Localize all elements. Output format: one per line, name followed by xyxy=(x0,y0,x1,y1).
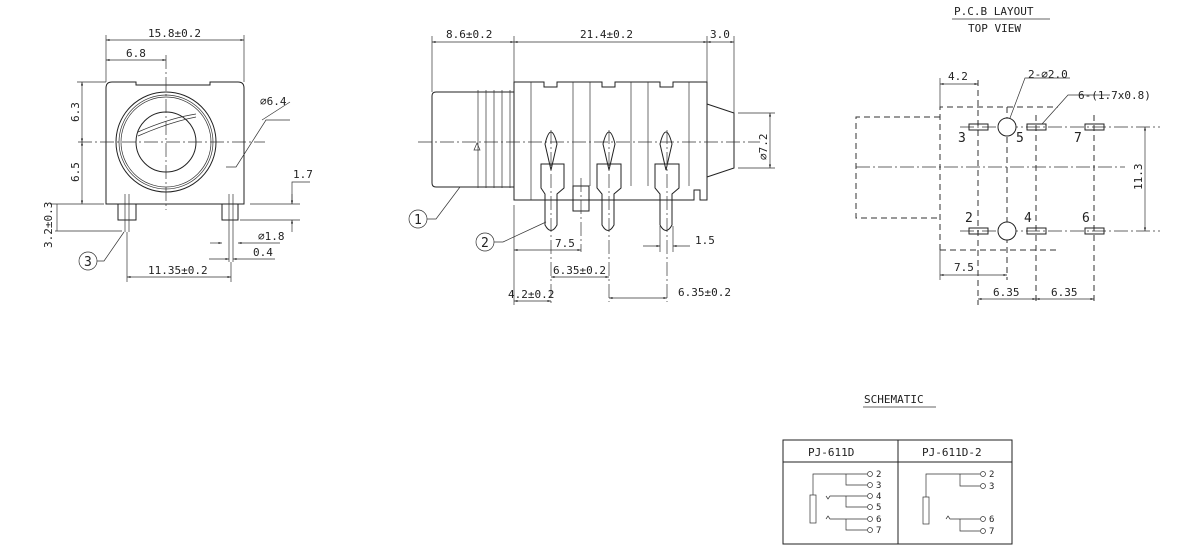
callout-2: 2 xyxy=(481,236,489,251)
barrel-length: 8.6±0.2 xyxy=(446,28,492,41)
pitch-2: 6.35±0.2 xyxy=(678,286,731,299)
pin-label: 3 xyxy=(989,482,994,492)
pitch-b: 6.35 xyxy=(1051,286,1078,299)
pin-dia: ⌀1.8 xyxy=(258,230,285,243)
pitch-a: 6.35 xyxy=(993,286,1020,299)
center-offset-dim: 6.8 xyxy=(126,47,146,60)
lower-height-dim: 6.5 xyxy=(69,162,82,182)
pin-spacing: 11.35±0.2 xyxy=(148,264,208,277)
pin-label: 2 xyxy=(989,470,994,480)
body-length: 21.4±0.2 xyxy=(580,28,633,41)
row-spacing: 11.3 xyxy=(1132,164,1145,191)
bore-dia: ⌀6.4 xyxy=(260,95,287,108)
width-dim: 15.8±0.2 xyxy=(148,27,201,40)
rear-length: 3.0 xyxy=(710,28,730,41)
pad-note: 6-(1.7x0.8) xyxy=(1078,89,1151,102)
pin-label: 4 xyxy=(1024,211,1032,226)
hole-note: 2-⌀2.0 xyxy=(1028,68,1068,81)
pin-label: 3 xyxy=(958,131,966,146)
pcb-subtitle: TOP VIEW xyxy=(968,22,1021,35)
pin-thickness: 0.4 xyxy=(253,246,273,259)
front-view: 15.8±0.2 6.8 6.3 6.5 3.2±0.3 ⌀6.4 1.7 ⌀1… xyxy=(42,27,313,282)
pin-label: 2 xyxy=(876,470,881,480)
callout-1: 1 xyxy=(414,213,422,228)
pin-label: 4 xyxy=(876,492,881,502)
pin-label: 5 xyxy=(876,503,881,513)
dim-7-5-pcb: 7.5 xyxy=(954,261,974,274)
pin-label: 6 xyxy=(1082,211,1090,226)
pin-label: 5 xyxy=(1016,131,1024,146)
pcb-layout: P.C.B LAYOUT TOP VIEW 3 5 7 2 4 6 4.2 2-… xyxy=(855,5,1160,305)
first-pin: 4.2±0.2 xyxy=(508,288,554,301)
model-2-header: PJ-611D-2 xyxy=(922,446,982,459)
dim-7-5: 7.5 xyxy=(555,237,575,250)
schematic: SCHEMATIC PJ-611D PJ-611D-2 2 3 xyxy=(782,393,1013,545)
pin-label: 7 xyxy=(989,527,994,537)
pin-label: 7 xyxy=(876,526,881,536)
pin-label: 3 xyxy=(876,481,881,491)
pin-label: 6 xyxy=(876,515,881,525)
pin-width: 1.5 xyxy=(695,234,715,247)
pin-length-dim: 3.2±0.3 xyxy=(42,202,55,248)
pitch-1: 6.35±0.2 xyxy=(553,264,606,277)
schematic-title: SCHEMATIC xyxy=(864,393,924,406)
model-1-header: PJ-611D xyxy=(808,446,854,459)
side-view: 8.6±0.2 21.4±0.2 3.0 ⌀7.2 7.5 1.5 6.35±0… xyxy=(408,28,775,305)
pin-label: 2 xyxy=(965,211,973,226)
callout-3: 3 xyxy=(84,255,92,270)
dim-4-2: 4.2 xyxy=(948,70,968,83)
pin-offset-dim: 1.7 xyxy=(293,168,313,181)
pin-label: 6 xyxy=(989,515,994,525)
pcb-title: P.C.B LAYOUT xyxy=(954,5,1034,18)
upper-height-dim: 6.3 xyxy=(69,102,82,122)
rear-dia: ⌀7.2 xyxy=(757,134,770,161)
pin-label: 7 xyxy=(1074,131,1082,146)
